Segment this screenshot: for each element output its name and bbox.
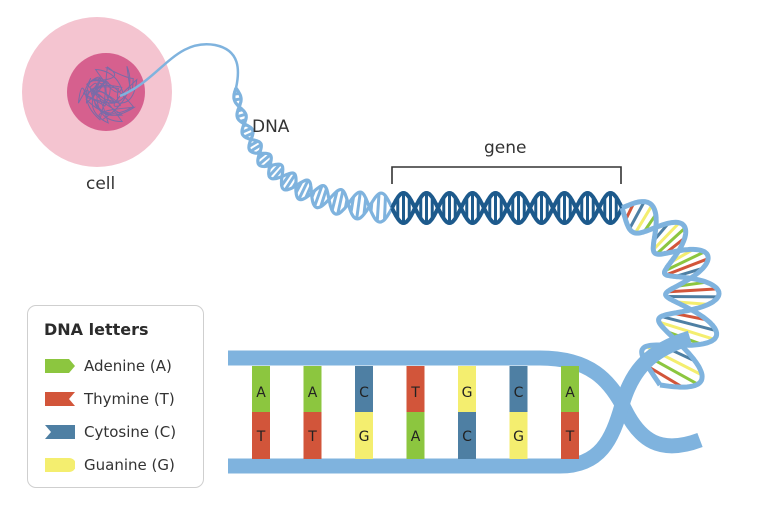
helix-rung <box>382 195 387 220</box>
adenine-swatch-icon <box>45 359 75 373</box>
helix-rung <box>330 190 339 211</box>
helix-rung <box>647 365 684 389</box>
helix-rung <box>664 250 706 273</box>
base-letter-bottom: A <box>411 429 421 445</box>
base-bottom <box>406 412 425 459</box>
helix-rung <box>660 315 717 333</box>
base-top <box>252 366 270 412</box>
base-letter-top: A <box>308 385 318 401</box>
cell-label: cell <box>86 174 116 194</box>
thymine-swatch-icon <box>45 392 75 406</box>
base-letter-top: G <box>462 385 473 401</box>
guanine-swatch-icon <box>45 458 75 472</box>
base-letter-top: A <box>256 385 266 401</box>
helix-rung <box>628 200 646 230</box>
legend-item-label: Adenine (A) <box>84 357 172 375</box>
ladder-strand-bottom <box>228 330 693 474</box>
base-pair: AT <box>252 366 270 459</box>
helix-rung <box>355 191 362 220</box>
helix-rung <box>652 221 681 251</box>
dna-thread <box>119 42 240 98</box>
helix-rung <box>667 287 718 294</box>
base-top <box>406 366 425 412</box>
base-bottom <box>252 412 270 459</box>
base-pair: AT <box>561 366 579 459</box>
legend-title: DNA letters <box>44 320 149 339</box>
base-letter-top: C <box>514 385 524 401</box>
helix-rung <box>633 204 654 234</box>
helix-rung <box>283 173 297 191</box>
legend-item-thymine: Thymine (T) <box>45 389 175 409</box>
base-top <box>458 366 476 412</box>
base-letter-top: C <box>359 385 369 401</box>
helix-rung <box>313 185 324 207</box>
cell-illustration <box>22 17 172 167</box>
dna-double-helix-coil <box>619 199 722 390</box>
base-bottom <box>509 412 528 459</box>
base-letter-top: A <box>565 385 575 401</box>
base-pair: GC <box>458 366 476 459</box>
gene-label: gene <box>484 138 527 158</box>
dna-double-helix-gene <box>390 190 624 226</box>
base-pair: CG <box>509 366 528 459</box>
base-letter-bottom: T <box>307 429 317 445</box>
legend-item-adenine: Adenine (A) <box>45 356 172 376</box>
base-top <box>303 366 322 412</box>
helix-rung <box>249 143 263 153</box>
helix-rung <box>257 153 272 166</box>
base-letter-bottom: T <box>256 429 266 445</box>
legend-item-label: Cytosine (C) <box>84 423 177 441</box>
base-top <box>355 366 373 412</box>
legend-item-label: Thymine (T) <box>84 390 175 408</box>
chromatin-tangle <box>77 66 138 124</box>
cytosine-swatch-icon <box>45 425 75 439</box>
helix-rung <box>268 163 282 178</box>
base-letter-bottom: T <box>565 429 575 445</box>
helix-rung <box>297 179 310 200</box>
helix-rung <box>336 190 345 215</box>
base-letter-bottom: G <box>513 429 524 445</box>
helix-rung <box>658 320 715 341</box>
chromatin-strand <box>77 66 138 124</box>
helix-strand <box>234 87 394 224</box>
base-bottom <box>458 412 476 459</box>
dna-letters-legend: DNA letters Adenine (A) Thymine (T) Cyto… <box>27 305 204 488</box>
base-letter-bottom: G <box>359 429 370 445</box>
legend-item-guanine: Guanine (G) <box>45 455 175 475</box>
dna-label: DNA <box>252 117 290 137</box>
legend-item-label: Guanine (G) <box>84 456 175 474</box>
helix-rung <box>375 193 381 222</box>
base-top <box>509 366 528 412</box>
base-bottom <box>561 412 579 459</box>
dna-double-helix-upper <box>232 87 394 224</box>
helix-strand <box>390 190 624 226</box>
base-letter-top: T <box>410 385 420 401</box>
base-top <box>561 366 579 412</box>
base-bottom <box>355 412 373 459</box>
gene-bracket <box>391 166 622 184</box>
base-letter-bottom: C <box>462 429 472 445</box>
helix-rung <box>665 257 709 277</box>
base-pair: CG <box>355 366 373 459</box>
base-pair: AT <box>303 366 322 459</box>
legend-item-cytosine: Cytosine (C) <box>45 422 176 442</box>
helix-rung <box>319 188 328 208</box>
helix-rung <box>655 226 687 256</box>
base-pair: TA <box>406 366 425 459</box>
base-bottom <box>303 412 322 459</box>
